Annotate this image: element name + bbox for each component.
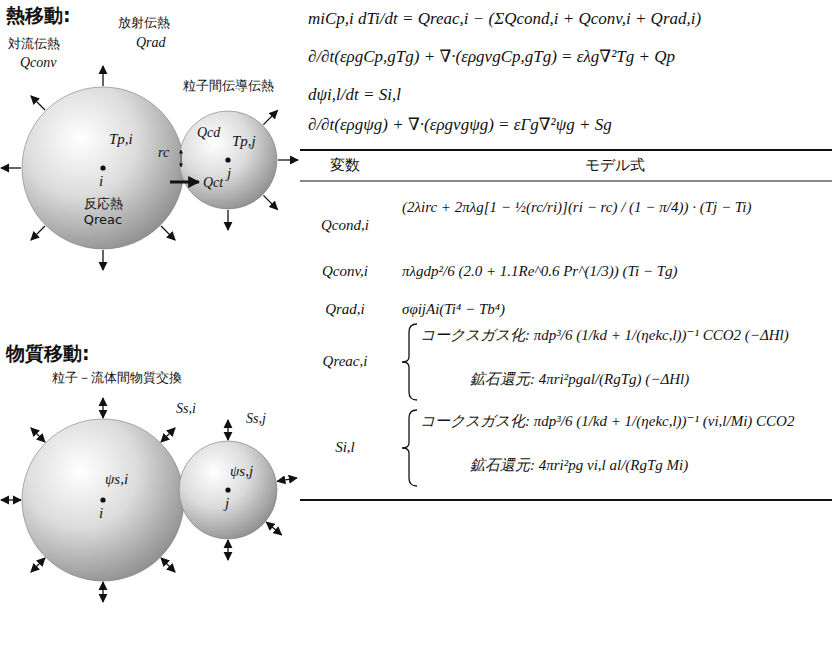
flux-arrow [102,250,103,270]
table-cell: コークスガス化: πdp³/6 (1/kd + 1/(ηekc,l))⁻¹ CC… [420,326,830,345]
section-heading: 物質移動: [6,342,90,366]
particle-sphere: Tp,jj [178,110,278,210]
sphere-label: j [227,164,231,183]
flux-arrow [31,96,45,110]
particle-sphere: Tp,i i 反応熱 Qreac [21,86,185,250]
flux-arrow [102,66,103,86]
section-heading: 熱移動: [6,4,71,28]
flux-arrow [161,428,175,442]
table-rule [300,149,832,151]
flux-arrow [31,558,45,572]
sphere-outline [22,419,184,581]
flux-arrow [102,582,103,602]
flux-arrow [1,499,21,500]
flux-symbol: Qrad [136,34,166,52]
sphere-label: i [99,504,103,523]
flux-symbol: Qconv [20,54,57,72]
equation: dψi,l/dt = Si,l [308,84,832,105]
flux-symbol: Ss,j [246,410,266,428]
flux-arrow [266,522,281,535]
table-header: モデル式 [400,156,830,175]
flux-arrow [227,210,228,230]
flux-arrow [277,478,297,482]
sphere-outline [179,111,277,209]
flux-arrow [102,398,103,418]
table-cell: 鉱石還元: 4πri²pgal/(RgTg) (−ΔHl) [470,370,830,389]
heat-mode-label: 放射伝熱 [118,15,170,31]
sphere-label: Tp,j [232,132,256,151]
table-cell: コークスガス化: πdp³/6 (1/kd + 1/(ηekc,l))⁻¹ (ν… [420,412,830,431]
center-dot [100,497,105,502]
table-cell: Qrad,i [300,300,390,319]
table-header: 変数 [300,156,390,175]
flux-arrow [263,111,277,125]
exchange-label: 粒子－流体間物質交換 [52,370,182,386]
contact-radius [181,150,182,167]
sphere-label: i [99,172,103,191]
flux-symbol: Ss,i [176,400,196,418]
sphere-shape [21,418,185,582]
flux-arrow [227,540,228,560]
sphere-outline [22,87,184,249]
dimension-label: rc [158,144,169,162]
table-cell: Qcond,i [300,216,390,235]
center-dot [100,165,105,170]
sphere-label: 反応熱 Qreac [77,196,129,229]
flux-arrow [161,226,175,240]
sphere-shape [178,440,278,540]
center-dot [225,487,230,492]
sphere-label: Tp,i [109,130,133,149]
flux-symbol: Qcd [197,124,220,142]
table-cell: σφijAi(Ti⁴ − Tb⁴) [402,300,830,319]
flux-arrow [278,159,298,160]
particle-sphere: ψs,ii [21,418,185,582]
sphere-shape [178,110,278,210]
flux-arrow [1,167,21,168]
sphere-outline [179,441,277,539]
table-cell: πλgdp²/6 (2.0 + 1.1Re^0.6 Pr^(1/3)) (Ti … [402,262,830,281]
flux-arrow [263,195,277,209]
flux-arrow [31,226,45,240]
flux-symbol: Qct [203,174,223,192]
flux-arrow [227,420,228,440]
table-rule [300,499,832,501]
center-dot [225,157,230,162]
table-cell: 鉱石還元: 4πri²pg νi,l al/(RgTg Mi) [470,456,830,475]
equation: ∂/∂t(ερgψg) + ∇·(ερgvgψg) = εΓg∇²ψg + Sg [308,114,832,135]
table-cell: Qreac,i [300,352,390,371]
equation: ∂/∂t(ερgCp,gTg) + ∇·(ερgvgCp,gTg) = ελg∇… [308,46,832,67]
particle-sphere: ψs,jj [178,440,278,540]
sphere-label: j [225,494,229,513]
table-rule [300,181,832,182]
table-cell: (2λirc + 2πλg[1 − ½(rc/ri)](ri − rc) / (… [402,198,830,217]
heat-mode-label: 対流伝熱 [8,36,60,52]
flux-arrow [161,558,175,572]
brace [402,410,417,486]
brace [402,324,417,400]
contact-arrow [170,181,199,184]
heat-mode-label: 粒子間伝導伝熱 [183,78,274,94]
equation: miCp,i dTi/dt = Qreac,i − (ΣQcond,i + Qc… [308,8,832,29]
flux-arrow [31,428,45,442]
sphere-label: ψs,i [105,470,128,489]
table-cell: Qconv,i [300,262,390,281]
table-cell: Si,l [300,438,390,457]
sphere-label: ψs,j [230,462,253,481]
radiating-arrows [1,66,298,602]
